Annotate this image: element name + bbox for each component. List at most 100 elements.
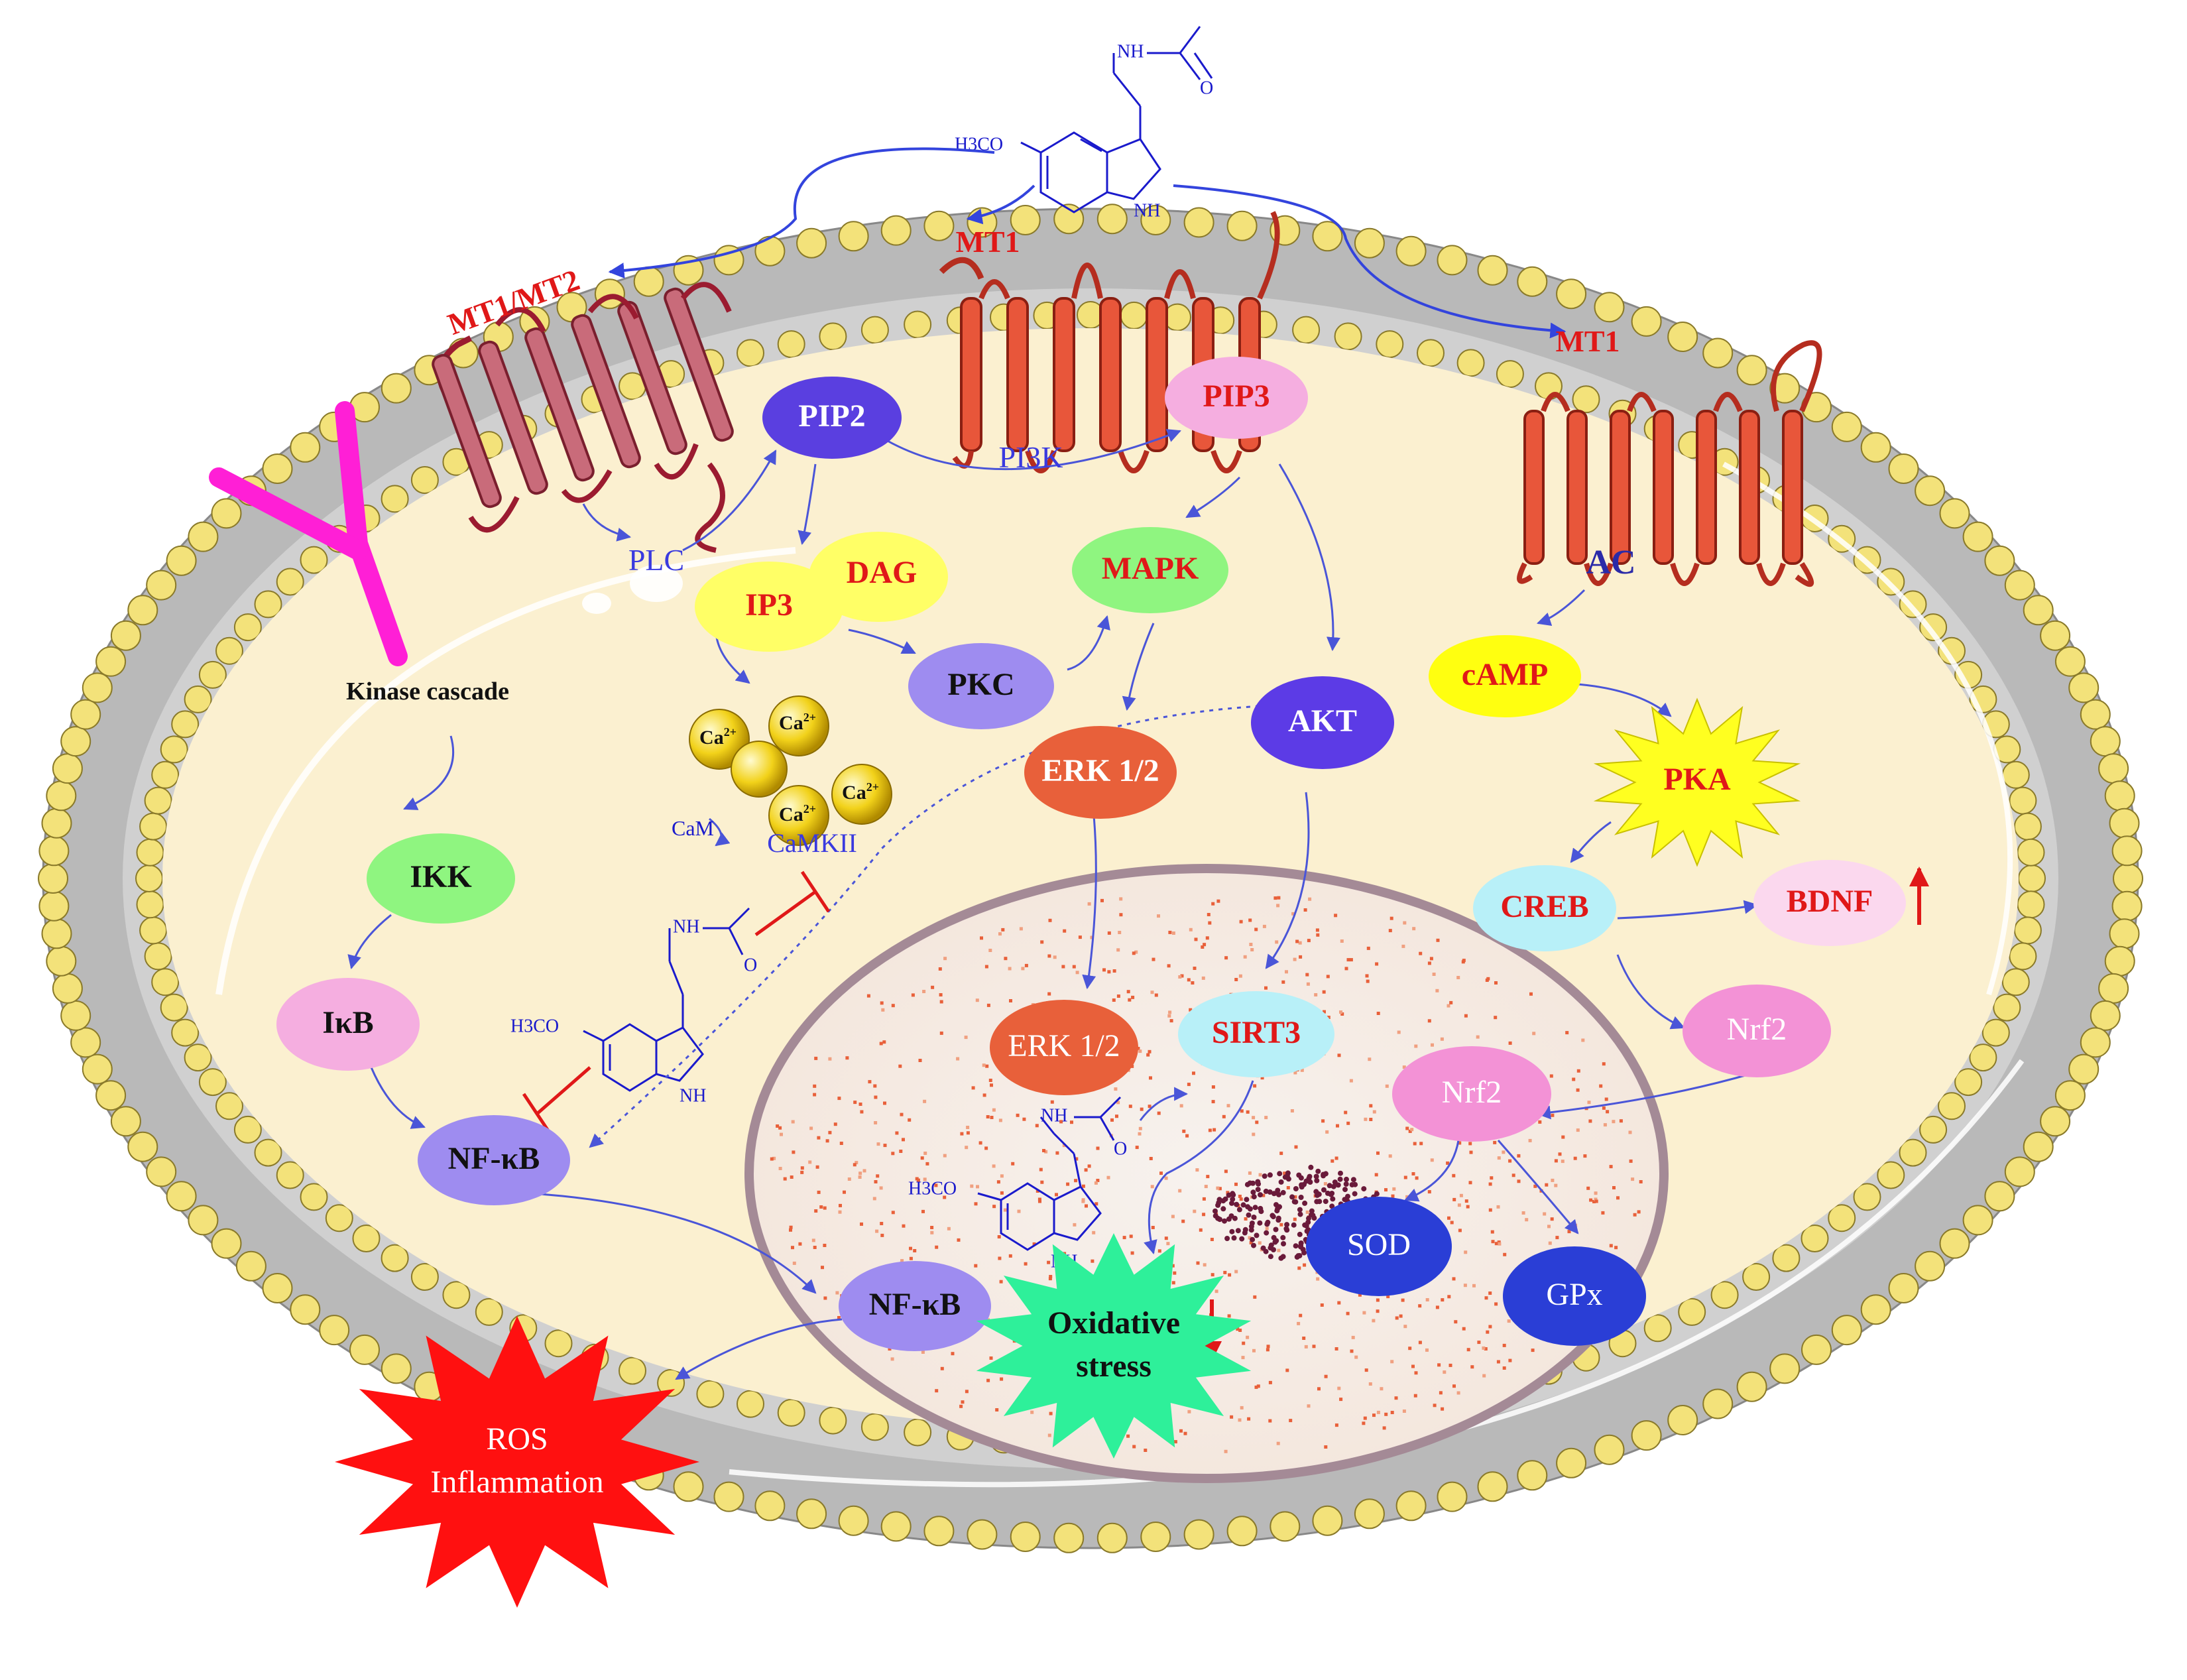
svg-text:NF-κB: NF-κB <box>869 1287 961 1322</box>
nucleolus-dot <box>1298 1175 1304 1181</box>
nucleolus-dot <box>1284 1222 1290 1228</box>
node-ikk: IKK <box>367 833 515 924</box>
chromatin-dot <box>992 1164 996 1168</box>
chromatin-dot <box>1211 902 1215 906</box>
nucleolus-dot <box>1298 1195 1304 1200</box>
chromatin-dot <box>1482 1346 1486 1350</box>
chromatin-dot <box>992 1108 996 1112</box>
chromatin-dot <box>1000 1377 1004 1381</box>
chromatin-dot <box>881 1008 885 1012</box>
svg-text:PKA: PKA <box>1663 762 1731 797</box>
lipid-head <box>110 620 141 651</box>
chromatin-dot <box>1488 1291 1492 1295</box>
nucleolus-dot <box>1251 1194 1257 1200</box>
lipid-head <box>211 498 242 529</box>
chromatin-dot <box>984 1146 988 1150</box>
nucleolus-dot <box>1263 1248 1269 1254</box>
chromatin-dot <box>858 1175 862 1179</box>
lipid-head <box>1938 1092 1966 1120</box>
chromatin-dot <box>1586 1186 1590 1190</box>
svg-text:IP3: IP3 <box>745 587 793 623</box>
chromatin-dot <box>1285 970 1288 974</box>
chromatin-dot <box>1458 1229 1462 1232</box>
chromatin-dot <box>843 1190 846 1194</box>
lipid-head <box>410 1263 439 1291</box>
lipid-head <box>2109 918 2140 949</box>
ros-inflammation-burst: ROS Inflammation <box>335 1316 699 1608</box>
lipid-head <box>1496 360 1524 389</box>
chromatin-dot <box>1140 1107 1144 1111</box>
chromatin-dot <box>938 967 942 971</box>
lipid-head <box>1437 245 1468 276</box>
chromatin-dot <box>1281 980 1285 984</box>
lipid-head <box>1417 339 1445 367</box>
chromatin-dot <box>1164 1236 1168 1240</box>
nucleolus-dot <box>1251 1242 1256 1248</box>
chromatin-dot <box>866 994 870 998</box>
lipid-head <box>300 1183 328 1211</box>
chromatin-dot <box>814 1056 818 1060</box>
chromatin-dot <box>1016 1113 1020 1117</box>
chromatin-dot <box>1234 1182 1238 1186</box>
chromatin-dot <box>1466 1205 1470 1209</box>
chromatin-dot <box>868 1080 872 1084</box>
chromatin-dot <box>1425 1298 1429 1301</box>
chromatin-dot <box>1450 1221 1454 1225</box>
chromatin-dot <box>1587 1101 1591 1105</box>
nucleolus-dot <box>1255 1179 1261 1185</box>
chromatin-dot <box>1239 920 1243 924</box>
chromatin-dot <box>1252 1116 1256 1120</box>
chromatin-dot <box>1488 1182 1492 1186</box>
lipid-head <box>254 1138 282 1167</box>
chromatin-dot <box>1062 1144 1066 1148</box>
chromatin-dot <box>1238 974 1242 978</box>
nucleolus-dot <box>1248 1223 1254 1229</box>
chromatin-dot <box>939 1000 943 1004</box>
chromatin-dot <box>891 1004 895 1008</box>
chromatin-dot <box>1446 1161 1450 1165</box>
chromatin-dot <box>1394 1396 1398 1400</box>
chromatin-dot <box>1048 1277 1052 1281</box>
svg-text:ERK 1/2: ERK 1/2 <box>1041 753 1159 788</box>
chromatin-dot <box>1482 1374 1486 1378</box>
chromatin-dot <box>1164 1176 1168 1180</box>
chromatin-dot <box>1491 1240 1495 1244</box>
chromatin-dot <box>1508 1159 1512 1163</box>
chromatin-dot <box>1211 1085 1215 1089</box>
chromatin-dot <box>1157 1111 1161 1115</box>
lipid-head <box>1888 453 1919 484</box>
lipid-head <box>235 1250 266 1282</box>
chromatin-dot <box>1550 1217 1554 1221</box>
chromatin-dot <box>1128 1105 1132 1109</box>
chromatin-dot <box>792 1150 796 1154</box>
chromatin-dot <box>1376 1410 1380 1414</box>
chromatin-dot <box>1435 1305 1439 1309</box>
nucleolus-dot <box>1361 1186 1367 1192</box>
lipid-head <box>2009 942 2037 971</box>
chromatin-dot <box>1532 1032 1536 1036</box>
chromatin-dot <box>1432 973 1436 976</box>
nucleolus-dot <box>1344 1176 1349 1182</box>
lipid-head <box>1572 385 1600 414</box>
chromatin-dot <box>1181 1219 1185 1223</box>
lipid-head <box>860 316 889 344</box>
chromatin-dot <box>875 1229 879 1233</box>
chromatin-dot <box>1470 1365 1474 1369</box>
chromatin-dot <box>1364 1117 1368 1121</box>
chromatin-dot <box>1307 1404 1311 1408</box>
chromatin-dot <box>1631 1177 1635 1181</box>
lipid-head <box>777 330 805 359</box>
chromatin-dot <box>931 985 935 989</box>
chromatin-dot <box>1265 1227 1269 1230</box>
chromatin-dot <box>1496 1360 1500 1364</box>
chromatin-dot <box>1494 1242 1498 1246</box>
chromatin-dot <box>1253 1084 1257 1088</box>
chromatin-dot <box>1264 986 1268 990</box>
chromatin-dot <box>1375 962 1379 966</box>
carbonyl-o-label: O <box>744 955 757 975</box>
chromatin-dot <box>808 1160 812 1164</box>
chromatin-dot <box>858 1171 862 1175</box>
chromatin-dot <box>828 1057 832 1061</box>
chromatin-dot <box>839 1203 842 1207</box>
lipid-head <box>1939 1228 1970 1259</box>
